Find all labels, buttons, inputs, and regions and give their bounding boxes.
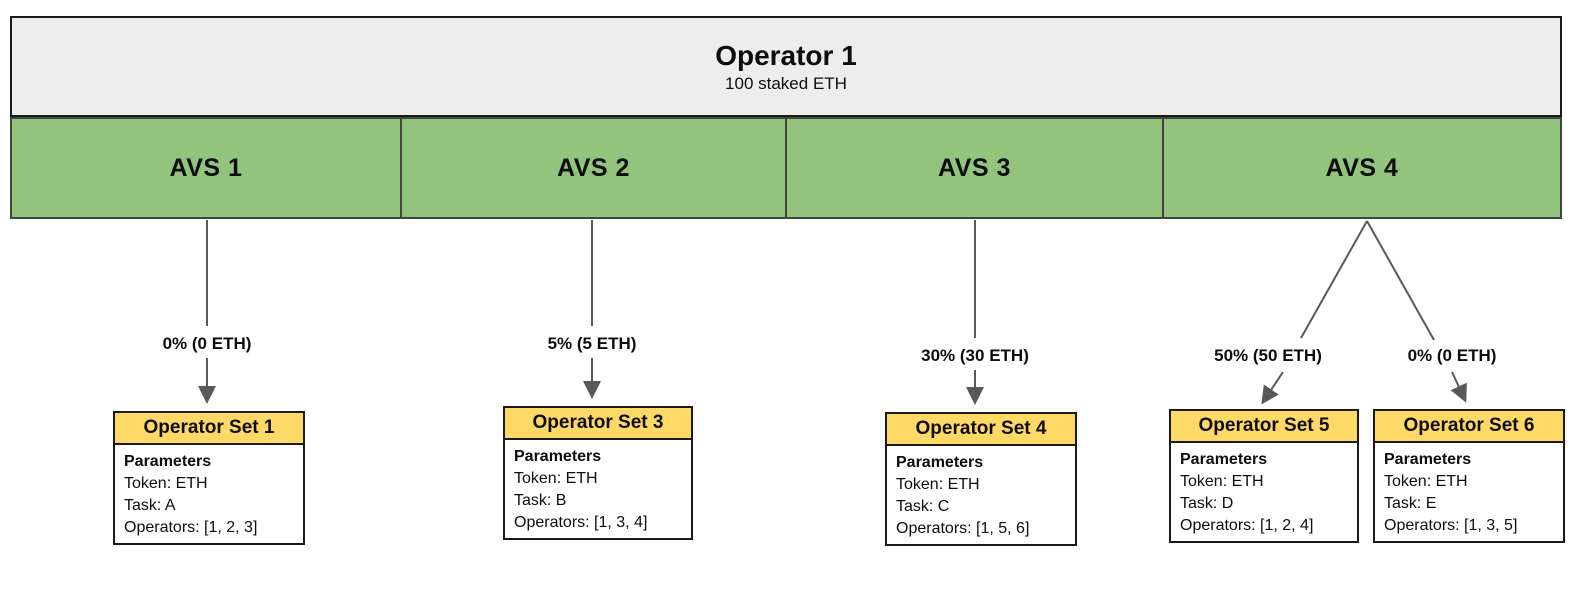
param-operators: Operators: [1, 3, 4] xyxy=(514,514,648,531)
operator-set-1-params: Parameters Token: ETH Task: A Operators:… xyxy=(115,445,303,539)
operator-set-5-title: Operator Set 5 xyxy=(1171,411,1357,443)
params-heading: Parameters xyxy=(1180,451,1268,468)
params-heading: Parameters xyxy=(514,448,602,465)
param-operators: Operators: [1, 3, 5] xyxy=(1384,517,1518,534)
avs-cell-4: AVS 4 xyxy=(1162,117,1562,219)
operator-set-3-params: Parameters Token: ETH Task: B Operators:… xyxy=(505,440,691,534)
operator-set-6-params: Parameters Token: ETH Task: E Operators:… xyxy=(1375,443,1563,537)
allocation-label-avs4-right: 0% (0 ETH) xyxy=(1404,346,1500,366)
operator-set-3-title: Operator Set 3 xyxy=(505,408,691,440)
avs-2-label: AVS 2 xyxy=(557,153,630,182)
param-task: Task: B xyxy=(514,492,567,509)
avs-4-label: AVS 4 xyxy=(1325,153,1399,182)
param-token: Token: ETH xyxy=(124,475,208,492)
avs-row: AVS 1 AVS 2 AVS 3 AVS 4 xyxy=(10,117,1562,219)
operator-set-6-title: Operator Set 6 xyxy=(1375,411,1563,443)
operator-set-6-box: Operator Set 6 Parameters Token: ETH Tas… xyxy=(1373,409,1565,543)
param-operators: Operators: [1, 5, 6] xyxy=(896,520,1030,537)
param-task: Task: D xyxy=(1180,495,1234,512)
params-heading: Parameters xyxy=(1384,451,1472,468)
operator-set-4-box: Operator Set 4 Parameters Token: ETH Tas… xyxy=(885,412,1077,546)
param-operators: Operators: [1, 2, 3] xyxy=(124,519,258,536)
operator-set-3-box: Operator Set 3 Parameters Token: ETH Tas… xyxy=(503,406,693,540)
operator-set-5-box: Operator Set 5 Parameters Token: ETH Tas… xyxy=(1169,409,1359,543)
allocation-label-avs1: 0% (0 ETH) xyxy=(159,334,255,354)
operator-box: Operator 1 100 staked ETH xyxy=(10,16,1562,117)
param-operators: Operators: [1, 2, 4] xyxy=(1180,517,1314,534)
operator-set-1-title: Operator Set 1 xyxy=(115,413,303,445)
operator-set-4-title: Operator Set 4 xyxy=(887,414,1075,446)
param-task: Task: E xyxy=(1384,495,1437,512)
param-task: Task: A xyxy=(124,497,176,514)
allocation-label-avs4-left: 50% (50 ETH) xyxy=(1211,346,1325,366)
avs-cell-2: AVS 2 xyxy=(400,117,787,219)
avs-1-label: AVS 1 xyxy=(169,153,243,182)
operator-set-4-params: Parameters Token: ETH Task: C Operators:… xyxy=(887,446,1075,540)
operator-set-1-box: Operator Set 1 Parameters Token: ETH Tas… xyxy=(113,411,305,545)
param-token: Token: ETH xyxy=(514,470,598,487)
operator-set-5-params: Parameters Token: ETH Task: D Operators:… xyxy=(1171,443,1357,537)
params-heading: Parameters xyxy=(896,454,984,471)
avs-cell-1: AVS 1 xyxy=(10,117,402,219)
param-token: Token: ETH xyxy=(1180,473,1264,490)
param-token: Token: ETH xyxy=(1384,473,1468,490)
allocation-label-avs2: 5% (5 ETH) xyxy=(544,334,640,354)
operator-title: Operator 1 xyxy=(715,39,857,71)
avs-3-label: AVS 3 xyxy=(938,153,1011,182)
param-task: Task: C xyxy=(896,498,950,515)
operator-stake-subtitle: 100 staked ETH xyxy=(725,73,847,93)
params-heading: Parameters xyxy=(124,453,212,470)
avs-cell-3: AVS 3 xyxy=(785,117,1164,219)
param-token: Token: ETH xyxy=(896,476,980,493)
allocation-label-avs3: 30% (30 ETH) xyxy=(918,346,1032,366)
